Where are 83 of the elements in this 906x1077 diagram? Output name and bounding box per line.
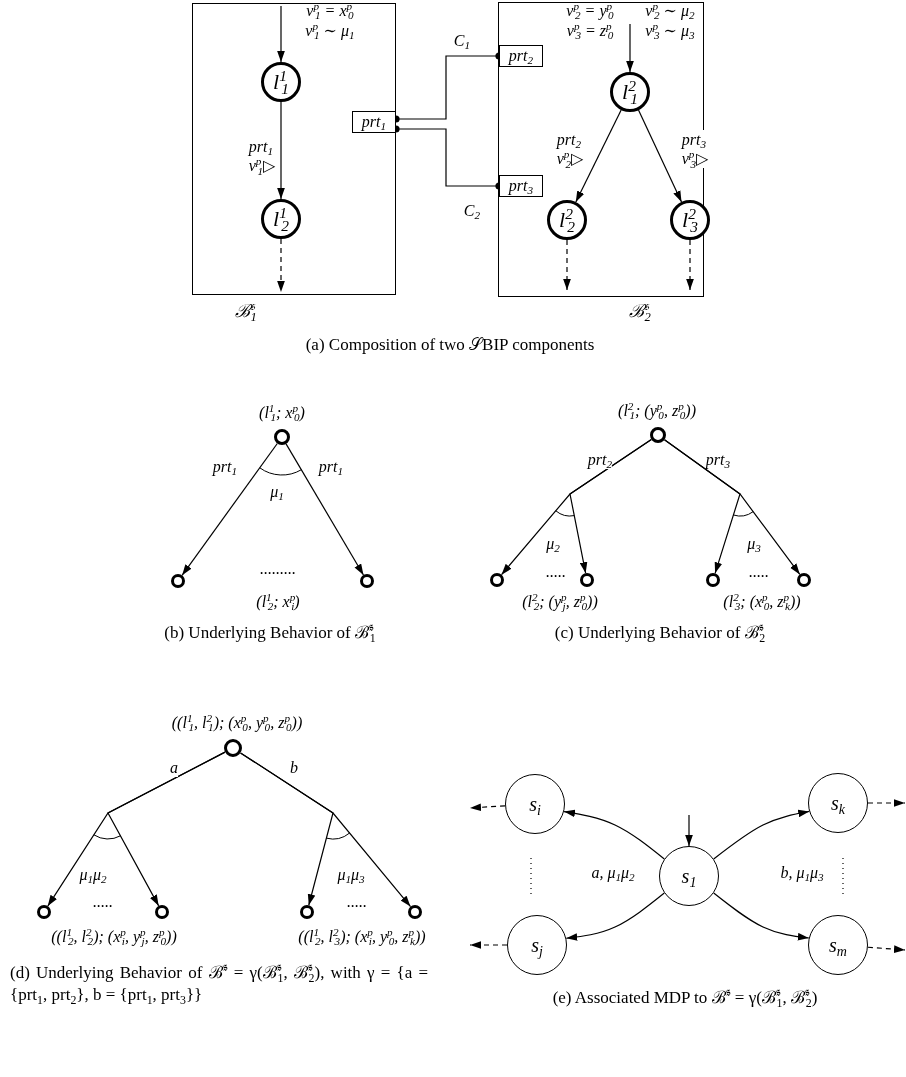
node-label: s$_{m}$ [829,935,847,955]
arrow [277,101,285,200]
ellipsis: ..... [93,893,113,912]
ellipsis: ..... [347,893,367,912]
ellipsis: ......... [260,560,296,579]
state-circle [171,574,185,588]
state-label: ((l$^{1}$$_{2}$, l$^{2}$$_{3}$); (x$^{p}$$_{i}$, y$^{p}$$_{0}$, z$^{p}$$_{k}$)) [298,928,426,947]
node-label: s$_{k}$ [831,793,845,813]
arrow [663,439,801,575]
location-circle [670,200,710,240]
formula-label: v$^{p}$$_{2}$ ∼ μ$_{2}$ [645,2,695,21]
state-label: ((l$^{1}$$_{1}$, l$^{2}$$_{1}$); (x$^{p}$$_{0}$, y$^{p}$$_{0}$, z$^{p}$$_{0}$)) [171,714,303,733]
formula-label: v$^{p}$$_{3}$ ∼ μ$_{3}$ [645,22,695,41]
edge-label: prt$_{3}$ v$^{p}$$_{3}$▷ [681,130,709,169]
arrow [713,809,810,860]
node-label: s$_{1}$ [681,866,697,886]
dashed-arrow [686,239,694,291]
arrow [239,752,412,908]
state-circle [659,846,719,906]
state-circle [580,573,594,587]
ellipsis: ..... [749,563,769,582]
dashed-arrow [563,239,571,291]
caption: (a) Composition of two 𝒮BIP components [305,335,595,355]
arrow [565,892,665,941]
ellipsis: ..... [546,563,566,582]
state-circle [505,774,565,834]
location-circle [261,199,301,239]
arrow [569,438,652,574]
dashed-arrow [867,799,906,807]
state-circle [706,573,720,587]
probability-label: μ$_{2}$ [546,535,560,554]
arrow [575,109,622,203]
state-circle [650,427,666,443]
arrow [107,751,226,907]
caption: (e) Associated MDP to ℬ$^{𝔰}$ = γ(ℬ$^{𝔰}$$_{1}$, ℬ$^{𝔰}$$_{2}$) [552,988,818,1008]
state-circle [300,905,314,919]
state-circle [808,915,868,975]
location-circle [261,62,301,102]
state-circle [360,574,374,588]
node-label: prt$_{1}$ [361,114,387,130]
state-label: (l$^{1}$$_{1}$; x$^{p}$$_{0}$) [259,404,305,423]
transition-label: b, μ$_{1}$μ$_{3}$ [780,864,824,883]
state-circle [507,915,567,975]
dashed-arrow [469,941,508,949]
state-label: (l$^{2}$$_{2}$; (y$^{p}$$_{j}$, z$^{p}$$_{0}$)) [522,593,598,612]
state-label: (l$^{1}$$_{2}$; x$^{p}$$_{i}$) [256,593,300,612]
arrow [685,814,693,847]
probability-label: μ$_{1}$ [270,483,284,502]
dashed-arrow [469,803,506,812]
arrow [713,892,810,941]
dashed-arrow [277,238,285,293]
state-circle [224,739,242,757]
state-label: (l$^{2}$$_{1}$; (y$^{p}$$_{0}$, z$^{p}$$_{0}$)) [618,402,696,421]
node-label: prt$_{3}$ [508,178,534,194]
arrow [277,5,285,63]
formula-label: v$^{p}$$_{1}$ ∼ μ$_{1}$ [305,22,355,41]
state-circle [490,573,504,587]
arrow [285,443,365,576]
port-box [499,45,543,67]
probability-label: μ$_{1}$μ$_{2}$ [79,866,107,885]
probability-label: μ$_{3}$ [747,535,761,554]
caption: (d) Underlying Behavior of ℬ$^{𝔰}$ = γ(ℬ$^{𝔰}$$_{1}$, ℬ$^{𝔰}$$_{2}$), with γ = {a = {prt$_{1}$, prt$_{2}$}, b = {prt$_{1}$, prt$_{3}$}} [10,962,428,1007]
location-circle [547,200,587,240]
probability-label: μ$_{1}$μ$_{3}$ [337,866,365,885]
node-label: prt$_{2}$ [508,48,534,64]
arrow [637,109,683,203]
state-circle [808,773,868,833]
port-box [499,175,543,197]
arrow [181,442,278,576]
state-circle [155,905,169,919]
dashed-arrow [867,945,906,953]
transition-label: a, μ$_{1}$μ$_{2}$ [591,864,635,883]
state-circle [37,905,51,919]
state-label: (l$^{2}$$_{3}$; (x$^{p}$$_{0}$, z$^{p}$$_{k}$)) [723,593,801,612]
location-circle [610,72,650,112]
port-box [352,111,396,133]
state-circle [797,573,811,587]
node-label: s$_{i}$ [529,794,541,814]
arrow [626,23,634,73]
state-circle [408,905,422,919]
state-circle [274,429,290,445]
state-label: ((l$^{1}$$_{2}$, l$^{2}$$_{2}$); (x$^{p}$$_{i}$, y$^{p}$$_{j}$, z$^{p}$$_{0}$)) [51,928,177,947]
arrow [563,809,665,860]
